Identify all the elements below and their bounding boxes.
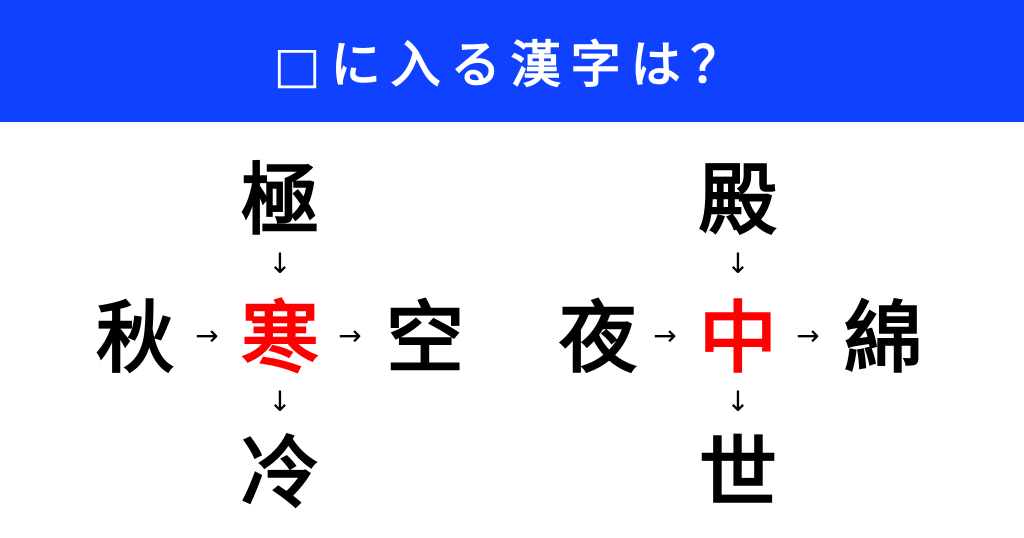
down-arrow-icon: ↓ (268, 247, 292, 280)
header-banner: □に入る漢字は？ (0, 0, 1024, 122)
answer-kanji: 寒 (240, 294, 319, 384)
right-arrow-icon: → (653, 319, 677, 352)
right-arrow-icon: → (195, 319, 219, 352)
bottom-kanji: 冷 (240, 429, 319, 519)
right-arrow-icon: → (338, 319, 362, 352)
top-kanji: 殿 (698, 156, 777, 246)
left-kanji: 夜 (558, 294, 637, 384)
page-title: □に入る漢字は？ (273, 36, 751, 94)
down-arrow-icon: ↓ (268, 385, 292, 418)
top-kanji: 極 (240, 156, 319, 246)
right-kanji: 綿 (843, 294, 922, 384)
answer-kanji: 中 (698, 294, 777, 384)
down-arrow-icon: ↓ (726, 247, 750, 280)
puzzle-1: 極 ↓ 秋 → 寒 → 空 ↓ 冷 (90, 150, 470, 530)
right-arrow-icon: → (796, 319, 820, 352)
down-arrow-icon: ↓ (726, 385, 750, 418)
puzzle-2: 殿 ↓ 夜 → 中 → 綿 ↓ 世 (553, 150, 933, 530)
right-kanji: 空 (385, 294, 464, 384)
left-kanji: 秋 (95, 294, 174, 384)
bottom-kanji: 世 (698, 429, 777, 519)
